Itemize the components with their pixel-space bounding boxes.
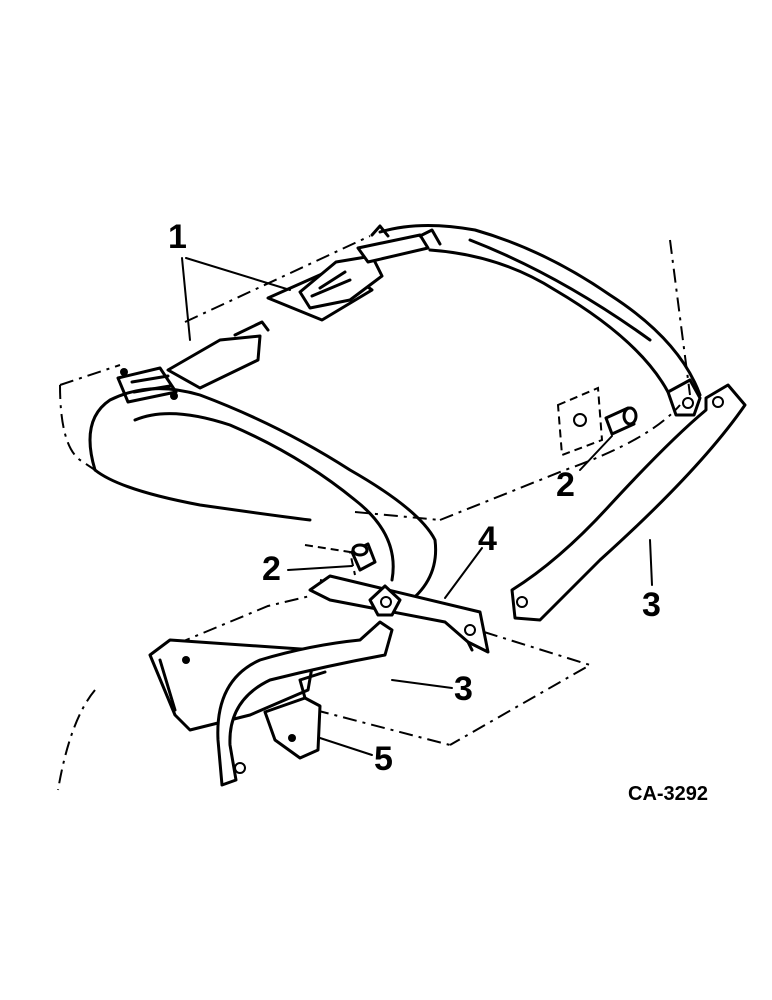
figure-code: CA-3292	[628, 783, 708, 805]
belt-strap-lower-3	[216, 620, 394, 787]
buckle-upper	[266, 224, 702, 417]
pin-2-lower	[350, 542, 377, 572]
bracket-4	[308, 574, 490, 654]
callout-2-lower: 2	[262, 550, 281, 588]
leader-lines	[181, 257, 653, 756]
callout-4: 4	[478, 520, 497, 558]
callout-5: 5	[374, 740, 393, 778]
belt-strap-left	[88, 387, 438, 607]
callout-3-lower: 3	[454, 670, 473, 708]
callout-1: 1	[168, 218, 187, 256]
seat-outline	[57, 235, 691, 791]
callout-3-right: 3	[642, 586, 661, 624]
belt-strap-right-3	[510, 383, 747, 622]
callout-2-upper: 2	[556, 466, 575, 504]
pin-2-upper	[604, 406, 638, 436]
bracket-5	[263, 670, 327, 760]
